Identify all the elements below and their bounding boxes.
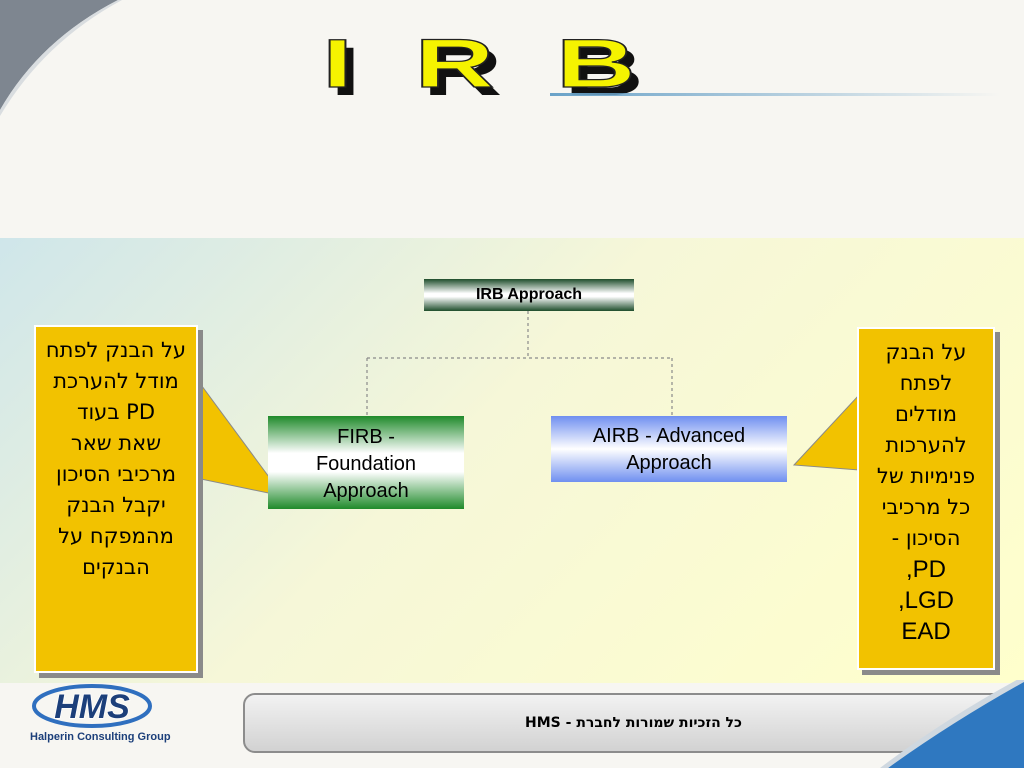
callout-right-line: PD, (905, 556, 946, 583)
footer-copyright: כל הזכיות שמורות לחברת - HMS (525, 715, 742, 731)
callout-left-line: PD בעוד (77, 400, 155, 424)
logo-subtitle: Halperin Consulting Group (30, 731, 171, 743)
callout-right-line: LGD, (897, 587, 955, 614)
callout-right-line: על הבנק (885, 340, 967, 364)
callout-right-line: כל מרכיבי (881, 495, 971, 519)
callout-left-line: שאת שאר (70, 431, 162, 455)
node-irb-approach-label: IRB Approach (475, 286, 583, 303)
title-text: IRB (321, 25, 698, 102)
callout-right-line: הסיכון - (891, 526, 961, 550)
callout-left: על הבנק לפתח מודל להערכת PD בעוד שאת שאר… (34, 325, 198, 673)
node-firb: FIRB - Foundation Approach (268, 416, 464, 509)
callout-left-line: מהמפקח על (58, 524, 174, 548)
node-firb-line3: Approach (323, 480, 409, 502)
node-airb-line2: Approach (626, 452, 712, 474)
callout-left-line: הבנקים (82, 555, 150, 579)
corner-decoration-top-left (0, 0, 122, 116)
callout-left-line: יקבל הבנק (66, 493, 166, 517)
node-firb-line2: Foundation (315, 453, 417, 475)
callout-right-line: EAD (901, 618, 951, 645)
callout-right: על הבנק לפתח מודלים להערכות פנימיות של כ… (857, 327, 995, 670)
callout-right-line: להערכות (885, 433, 967, 457)
corner-decoration-bottom-right (880, 680, 1024, 768)
callout-right-line: פנימיות של (876, 464, 976, 488)
logo-text: HMS (54, 688, 130, 726)
callout-left-line: מודל להערכת (53, 369, 179, 393)
callout-right-line: מודלים (894, 402, 957, 426)
node-firb-line1: FIRB - (337, 426, 395, 448)
node-irb-approach: IRB Approach (424, 279, 634, 311)
callout-left-line: מרכיבי הסיכון (55, 462, 177, 486)
node-airb-line1: AIRB - Advanced (592, 425, 746, 447)
callout-right-line: לפתח (899, 371, 953, 395)
footer-bar (243, 693, 1024, 753)
callout-left-line: על הבנק לפתח (45, 338, 187, 362)
hms-logo: HMS (32, 684, 152, 728)
title-underline (550, 93, 1000, 96)
node-airb: AIRB - Advanced Approach (551, 416, 787, 482)
page-title: IRB IRB (140, 25, 880, 140)
